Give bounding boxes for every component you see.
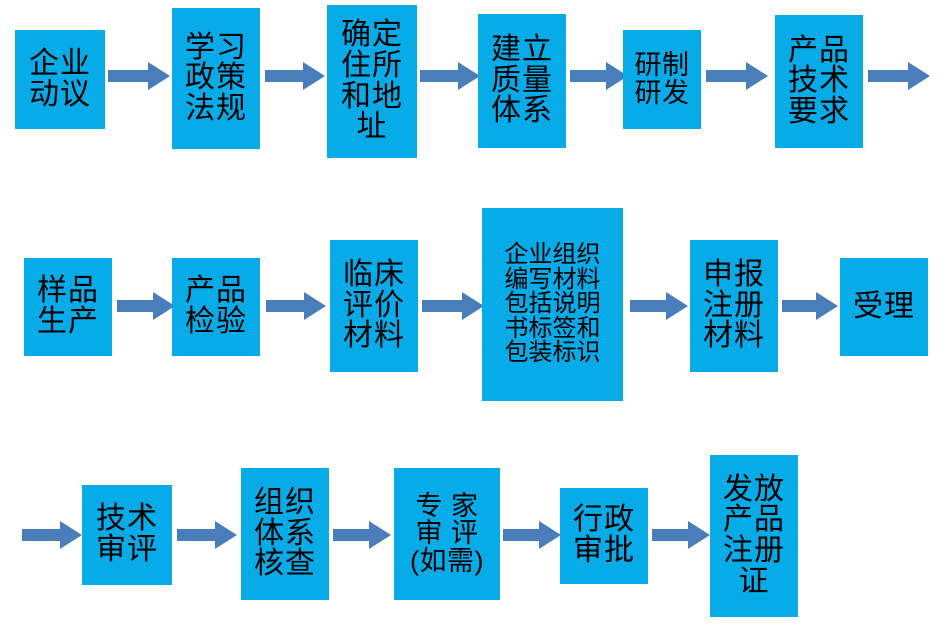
flow-node-qiyezuzhibianxiecailiao[interactable]: 企业组织 编写材料 包括说明 书标签和 包装标识 — [482, 208, 623, 401]
flow-node-xingzhengshenpi[interactable]: 行政 审批 — [560, 488, 648, 584]
flow-arrow — [117, 292, 175, 320]
node-line: 政策 — [185, 61, 247, 95]
node-line: 体系 — [254, 516, 316, 550]
node-line: 技术 — [788, 64, 850, 98]
flow-node-jianliZhiliangtixi[interactable]: 建立 质量 体系 — [478, 14, 566, 148]
node-line: (如需) — [410, 545, 484, 576]
flow-node-jishushenping[interactable]: 技术 审评 — [82, 485, 172, 585]
node-line: 编写材料 — [504, 265, 601, 293]
node-line: 样品 — [37, 274, 99, 308]
flow-node-chanpinjianyan[interactable]: 产品 检验 — [172, 258, 260, 356]
node-line: 要求 — [788, 94, 850, 128]
node-line: 核查 — [254, 547, 316, 581]
flow-node-chanpinjishuyaoqiu[interactable]: 产品 技术 要求 — [775, 15, 863, 148]
flow-node-xuexizhengcefagui[interactable]: 学习 政策 法规 — [172, 8, 260, 149]
node-line: 申报 — [703, 258, 765, 292]
node-line: 企业 — [29, 46, 91, 80]
node-line: 学习 — [185, 30, 247, 64]
node-line: 住所 — [341, 48, 403, 82]
node-line: 产品 — [723, 503, 785, 537]
node-line: 质量 — [491, 63, 553, 97]
flow-arrow — [265, 62, 325, 90]
node-line: 包括说明 — [504, 290, 601, 318]
node-line: 注册 — [723, 534, 785, 567]
node-line: 审 评 — [415, 518, 479, 549]
node-line: 检验 — [185, 305, 247, 338]
flow-arrow-row1-trailing — [868, 62, 930, 90]
node-line: 审评 — [96, 533, 158, 566]
node-line: 研发 — [634, 77, 690, 108]
node-line: 审批 — [573, 534, 635, 567]
node-line: 材料 — [703, 319, 765, 353]
flow-node-linchuangpingjiacailiao[interactable]: 临床 评价 材料 — [330, 240, 418, 372]
node-line: 发放 — [723, 472, 785, 506]
flow-arrow — [333, 521, 391, 549]
flow-node-shenbaozhucecailiao[interactable]: 申报 注册 材料 — [690, 240, 778, 372]
node-line: 技术 — [96, 502, 158, 536]
flow-node-shouli[interactable]: 受理 — [840, 258, 928, 356]
flow-arrow — [570, 62, 628, 90]
flow-arrow-row3-leading — [22, 521, 82, 549]
node-line: 生产 — [37, 305, 99, 338]
node-line: 址 — [356, 110, 388, 144]
node-line: 产品 — [185, 274, 247, 308]
flow-arrow — [422, 292, 484, 320]
node-line: 临床 — [343, 258, 405, 292]
flow-node-yanzhiyanfa[interactable]: 研制 研发 — [623, 30, 701, 129]
node-line: 法规 — [185, 91, 247, 125]
flow-node-fafangchanpinzhucezheng[interactable]: 发放 产品 注册 证 — [710, 455, 798, 617]
node-line: 材料 — [343, 319, 405, 353]
node-line: 包装标识 — [504, 339, 601, 367]
flow-node-quedingzhusuodizhi[interactable]: 确定 住所 和地 址 — [327, 5, 417, 158]
node-line: 体系 — [491, 94, 553, 128]
flow-node-zhuanjiashenping[interactable]: 专 家 审 评 (如需) — [394, 468, 500, 600]
node-line: 专 家 — [415, 490, 479, 521]
flow-arrow — [420, 62, 480, 90]
node-line: 评价 — [343, 288, 405, 322]
node-line: 组织 — [254, 486, 316, 520]
node-line: 证 — [738, 564, 770, 598]
flow-node-zuzhitixihecha[interactable]: 组织 体系 核查 — [241, 468, 329, 600]
flow-node-qiyedongyi[interactable]: 企业 动议 — [15, 30, 105, 129]
flow-arrow — [652, 521, 710, 549]
node-line: 研制 — [634, 49, 690, 80]
node-line: 动议 — [29, 77, 91, 111]
node-line: 产品 — [788, 33, 850, 67]
node-line: 行政 — [573, 503, 635, 537]
node-line: 建立 — [491, 33, 553, 67]
node-line: 和地 — [341, 79, 403, 113]
flow-arrow — [782, 292, 838, 320]
node-line: 注册 — [703, 288, 765, 322]
node-line: 书标签和 — [504, 314, 601, 342]
node-line: 确定 — [341, 18, 403, 52]
flow-arrow — [630, 292, 688, 320]
flow-arrow — [108, 62, 170, 90]
flow-node-yangpinshengchan[interactable]: 样品 生产 — [24, 258, 112, 356]
node-line: 企业组织 — [504, 241, 601, 269]
flow-arrow — [177, 521, 237, 549]
flow-arrow — [706, 62, 768, 90]
flow-arrow — [503, 521, 561, 549]
node-line: 受理 — [853, 289, 915, 323]
flow-arrow — [266, 292, 326, 320]
